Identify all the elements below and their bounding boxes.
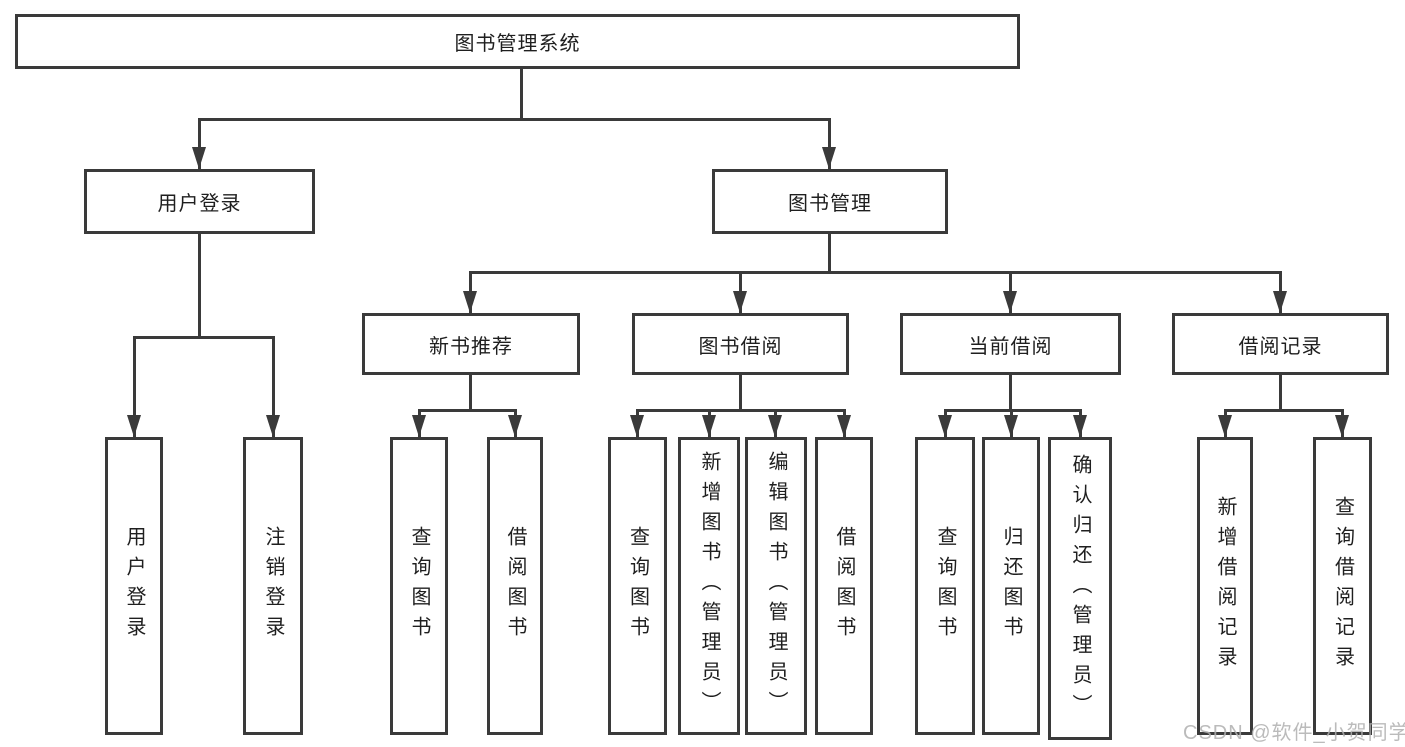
node-user-login-label: 用户登录	[157, 193, 242, 215]
node-current-borrowing-label: 当前借阅	[968, 335, 1053, 358]
arrow-down-icon	[1003, 291, 1017, 313]
node-query-books-borrowing: 查询图书	[608, 437, 667, 735]
node-return-books: 归还图书	[982, 437, 1040, 735]
node-library-system: 图书管理系统	[15, 14, 1020, 69]
node-query-books-current: 查询图书	[915, 437, 975, 735]
arrow-down-icon	[1273, 291, 1287, 313]
arrow-down-icon	[768, 415, 782, 437]
node-borrow-books-recommend-label: 借阅图书	[504, 526, 526, 646]
node-query-books-recommend-label: 查询图书	[408, 526, 430, 646]
node-book-management: 图书管理	[712, 169, 948, 234]
node-add-books-admin: 新增图书（管理员）	[678, 437, 740, 735]
connector-level2-bar	[198, 118, 831, 121]
node-query-books-current-label: 查询图书	[934, 526, 956, 646]
node-add-borrow-record-label: 新增借阅记录	[1214, 496, 1236, 676]
arrow-down-icon	[822, 147, 836, 169]
node-query-books-borrowing-label: 查询图书	[626, 526, 649, 646]
connector-level3-bar	[469, 271, 1282, 274]
arrow-down-icon	[1073, 415, 1087, 437]
connector-borrowing-records-stem	[1279, 375, 1282, 409]
connector-borrowing-records-bar	[1224, 409, 1343, 412]
node-borrow-books-borrowing: 借阅图书	[815, 437, 873, 735]
connector-root-stem	[520, 69, 523, 118]
node-new-book-recommend: 新书推荐	[362, 313, 580, 375]
node-new-book-recommend-label: 新书推荐	[429, 335, 513, 358]
connector-book-management-stem	[828, 234, 831, 271]
connector-current-borrowing-stem	[1009, 375, 1012, 409]
node-query-borrow-record-label: 查询借阅记录	[1331, 496, 1354, 676]
arrow-down-icon	[702, 415, 716, 437]
connector-drop-book-management	[828, 118, 831, 169]
arrow-down-icon	[1335, 415, 1349, 437]
connector-user-login-stem	[198, 234, 201, 336]
node-user-login-leaf: 用户登录	[105, 437, 163, 735]
node-confirm-return-admin: 确认归还（管理员）	[1048, 437, 1112, 740]
node-edit-books-admin-label: 编辑图书（管理员）	[765, 451, 787, 721]
node-logout-label: 注销登录	[262, 526, 284, 646]
arrow-down-icon	[1218, 415, 1232, 437]
connector-book-borrowing-bar	[636, 409, 846, 412]
connector-current-borrowing-bar	[944, 409, 1082, 412]
arrow-down-icon	[266, 415, 280, 437]
node-add-books-admin-label: 新增图书（管理员）	[698, 451, 720, 721]
connector-user-login-bar	[133, 336, 275, 339]
node-edit-books-admin: 编辑图书（管理员）	[745, 437, 807, 735]
node-add-borrow-record: 新增借阅记录	[1197, 437, 1253, 735]
arrow-down-icon	[463, 291, 477, 313]
arrow-down-icon	[127, 415, 141, 437]
node-book-borrowing-label: 图书借阅	[698, 335, 783, 358]
connector-book-borrowing-stem	[739, 375, 742, 409]
node-borrow-books-borrowing-label: 借阅图书	[833, 526, 855, 646]
node-query-books-recommend: 查询图书	[390, 437, 448, 735]
arrow-down-icon	[192, 147, 206, 169]
node-library-system-label: 图书管理系统	[454, 33, 581, 55]
node-query-borrow-record: 查询借阅记录	[1313, 437, 1372, 735]
node-book-management-label: 图书管理	[788, 193, 872, 215]
connector-new-book-stem	[469, 375, 472, 409]
connector-drop-user-login	[198, 118, 201, 169]
connector-new-book-bar	[418, 409, 517, 412]
arrow-down-icon	[938, 415, 952, 437]
connector-drop-login-leaf	[133, 336, 136, 437]
node-borrowing-records-label: 借阅记录	[1238, 335, 1323, 358]
node-book-borrowing: 图书借阅	[632, 313, 849, 375]
watermark: CSDN @软件_小贺同学	[1183, 722, 1405, 744]
node-logout: 注销登录	[243, 437, 303, 735]
arrow-down-icon	[630, 415, 644, 437]
connector-drop-logout-leaf	[272, 336, 275, 437]
arrow-down-icon	[508, 415, 522, 437]
node-confirm-return-admin-label: 确认归还（管理员）	[1069, 453, 1091, 724]
node-current-borrowing: 当前借阅	[900, 313, 1121, 375]
arrow-down-icon	[412, 415, 426, 437]
node-return-books-label: 归还图书	[1000, 526, 1022, 646]
node-user-login-leaf-label: 用户登录	[123, 526, 145, 646]
node-borrow-books-recommend: 借阅图书	[487, 437, 543, 735]
node-borrowing-records: 借阅记录	[1172, 313, 1389, 375]
arrow-down-icon	[837, 415, 851, 437]
arrow-down-icon	[1004, 415, 1018, 437]
node-user-login: 用户登录	[84, 169, 315, 234]
arrow-down-icon	[733, 291, 747, 313]
